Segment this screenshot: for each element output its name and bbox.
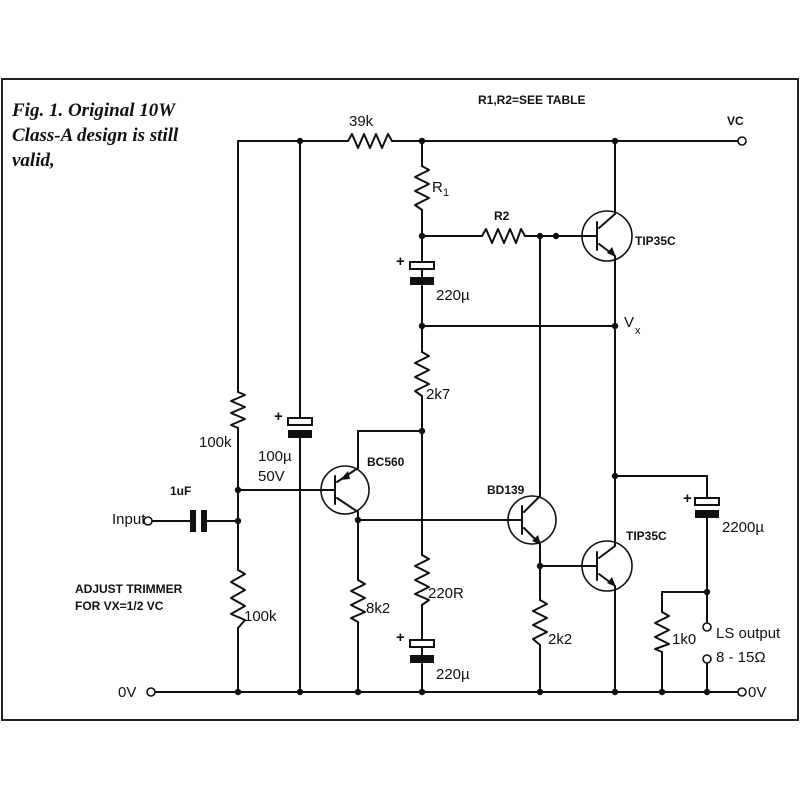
label-100k-bottom: 100k <box>244 608 277 625</box>
resistor-100k-bottom <box>230 569 246 629</box>
label-tip35c-bottom: TIP35C <box>626 529 667 543</box>
label-100u-voltage: 50V <box>258 468 285 485</box>
vc-terminal <box>737 136 747 146</box>
vx-label: V <box>624 314 634 331</box>
ls-output-terminal-top <box>702 622 712 632</box>
ls-output-label: LS output <box>716 625 781 642</box>
adjust-note-line-1: ADJUST TRIMMER <box>75 582 183 596</box>
supply-label: VC <box>727 114 744 128</box>
resistor-100k-top <box>230 391 246 429</box>
ls-output-terminal-bottom <box>702 654 712 664</box>
label-100u-value: 100µ <box>258 448 292 465</box>
capacitor-220u-top: + <box>396 253 435 285</box>
label-r1: R <box>432 179 443 196</box>
ls-impedance-label: 8 - 15Ω <box>716 649 766 666</box>
capacitor-2200u: + <box>683 490 720 518</box>
junction-dots <box>234 137 711 696</box>
label-r1-subscript: 1 <box>443 187 449 199</box>
input-terminal <box>143 516 153 526</box>
resistor-2k2 <box>532 599 548 646</box>
label-2k7: 2k7 <box>426 386 450 403</box>
diagram-frame <box>1 78 799 721</box>
svg-text:+: + <box>396 629 405 646</box>
transistor-tip35c-top <box>555 210 633 262</box>
resistor-220r <box>414 554 430 606</box>
label-2k2: 2k2 <box>548 631 572 648</box>
capacitor-220u-bottom: + <box>396 629 435 663</box>
label-r2: R2 <box>494 209 510 223</box>
label-1uf: 1uF <box>170 484 191 498</box>
label-220r: 220R <box>428 585 464 602</box>
label-bc560: BC560 <box>367 455 405 469</box>
adjust-note-line-2: FOR VX=1/2 VC <box>75 599 164 613</box>
ground-label-right: 0V <box>748 684 766 701</box>
wires <box>151 140 739 693</box>
label-100k-top: 100k <box>199 434 232 451</box>
label-220u-top: 220µ <box>436 287 470 304</box>
transistor-bd139 <box>507 495 557 545</box>
label-39k: 39k <box>349 113 374 130</box>
vx-subscript: x <box>635 325 641 337</box>
svg-text:+: + <box>274 408 283 425</box>
resistor-r1 <box>414 165 430 211</box>
ground-label-left: 0V <box>118 684 136 701</box>
capacitor-1u <box>190 510 207 532</box>
svg-text:+: + <box>683 490 692 507</box>
transistor-tip35c-bottom <box>581 540 633 592</box>
label-bd139: BD139 <box>487 483 525 497</box>
resistor-table-note: R1,R2=SEE TABLE <box>478 93 585 107</box>
label-1k0: 1k0 <box>672 631 696 648</box>
ground-terminal-right <box>737 687 747 697</box>
capacitor-100u: + <box>274 408 313 438</box>
label-220u-bottom: 220µ <box>436 666 470 683</box>
transistor-bc560 <box>320 465 370 515</box>
figure-caption-line-1: Fig. 1. Original 10W <box>11 100 176 121</box>
resistor-39k <box>347 133 393 149</box>
label-2200u: 2200µ <box>722 519 764 536</box>
ground-terminal-left <box>146 687 156 697</box>
resistor-2k7 <box>414 351 430 397</box>
svg-text:+: + <box>396 253 405 270</box>
resistor-8k2 <box>350 579 366 623</box>
label-8k2: 8k2 <box>366 600 390 617</box>
figure-caption-line-2: Class-A design is still <box>12 125 179 146</box>
figure-caption-line-3: valid, <box>12 150 55 171</box>
trimmer-1k0 <box>654 611 670 653</box>
resistor-r2 <box>481 228 526 244</box>
label-tip35c-top: TIP35C <box>635 234 676 248</box>
input-label: Input <box>112 511 146 528</box>
